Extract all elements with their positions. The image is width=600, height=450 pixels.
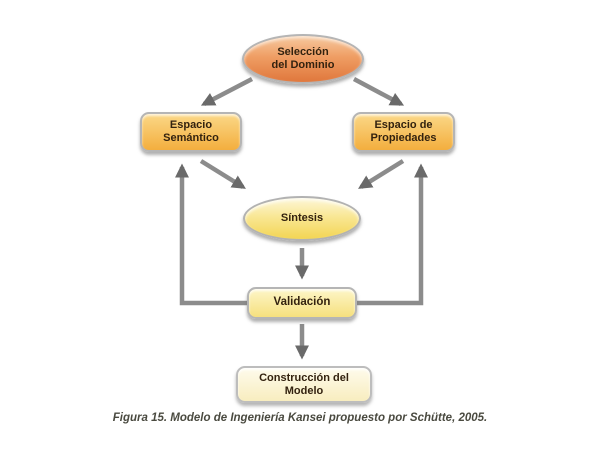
node-validacion: Validación xyxy=(247,287,357,319)
node-sintesis: Síntesis xyxy=(243,196,361,241)
node-construccion-del-modelo: Construcción del Modelo xyxy=(236,366,372,403)
arrow-seleccion-to-semantico-icon xyxy=(200,77,254,106)
node-espacio-semantico: Espacio Semántico xyxy=(140,112,242,152)
arrow-propiedades-to-sintesis-icon xyxy=(358,159,405,189)
arrow-validacion-to-propiedades-feedback-icon xyxy=(357,163,428,306)
arrow-validacion-to-semantico-feedback-icon xyxy=(175,163,247,306)
arrow-seleccion-to-propiedades-icon xyxy=(352,77,405,106)
arrow-semantico-to-sintesis-icon xyxy=(199,159,246,189)
node-seleccion-del-dominio: Selección del Dominio xyxy=(242,34,364,84)
node-espacio-de-propiedades: Espacio de Propiedades xyxy=(352,112,455,152)
figure-caption: Figura 15. Modelo de Ingeniería Kansei p… xyxy=(112,412,488,424)
